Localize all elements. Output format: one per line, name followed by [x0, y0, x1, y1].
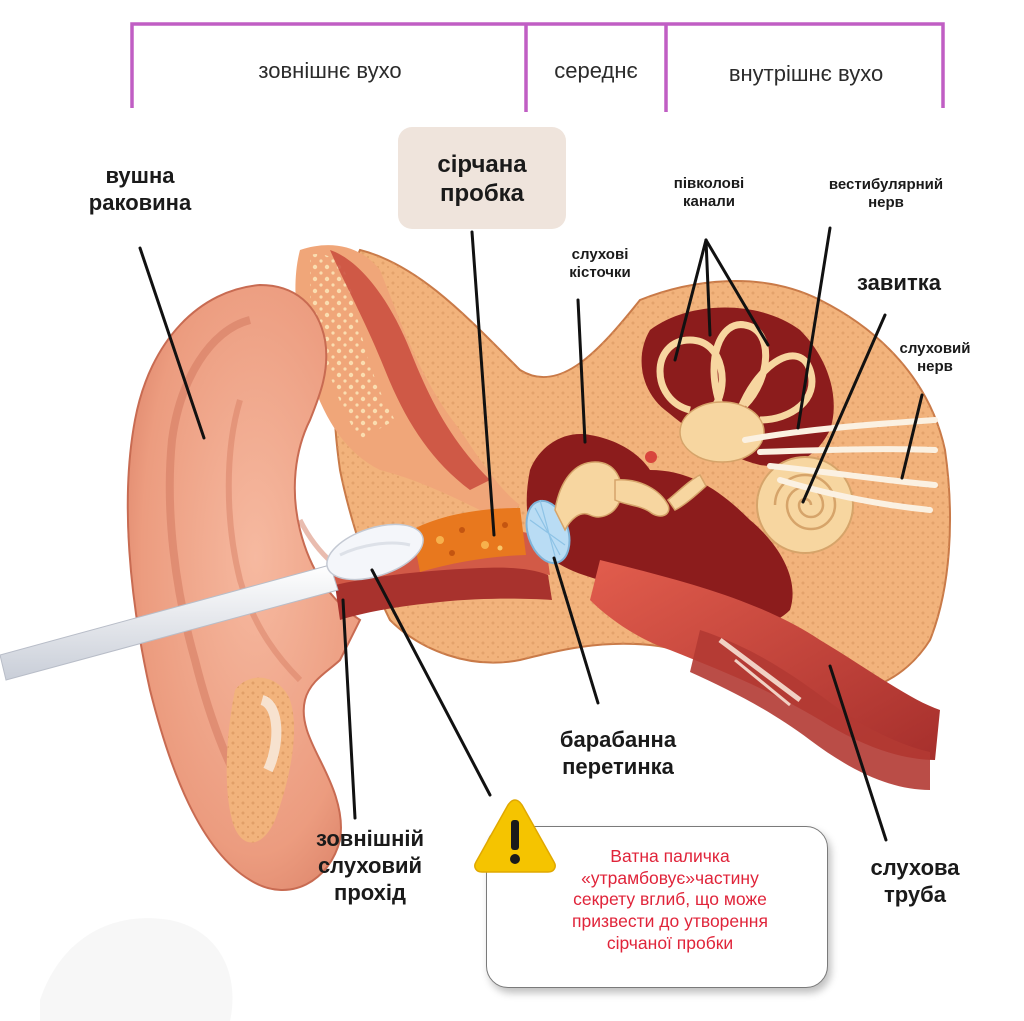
- pointer-eustachian-tube: [828, 664, 888, 842]
- pointer-cochlea: [801, 313, 887, 504]
- label-ossicles: слухові кісточки: [569, 246, 631, 282]
- ossicles: [554, 461, 707, 532]
- pointer-eardrum: [552, 556, 600, 705]
- pointer-ossicles: [576, 298, 587, 444]
- pointer-earwax: [470, 230, 496, 537]
- earwax-plug-label-box: [398, 127, 566, 229]
- section-outer-ear: зовнішнє вухо: [258, 58, 402, 83]
- cotton-swab: [0, 523, 424, 681]
- warning-triangle-icon: [474, 799, 556, 873]
- round-window: [645, 451, 657, 463]
- pointer-swab: [370, 568, 492, 797]
- pointer-lines: [138, 226, 924, 842]
- label-eustachian-tube: слухова труба: [870, 855, 960, 907]
- section-middle-ear: середнє: [554, 58, 638, 83]
- label-semicircular-canals: півколові канали: [673, 175, 745, 211]
- label-eardrum: барабанна перетинка: [559, 727, 677, 779]
- nerves: [742, 417, 938, 513]
- pointer-canal-2: [704, 238, 712, 337]
- label-ear-canal: зовнішній слуховий прохід: [315, 826, 424, 905]
- label-earwax-plug: сірчана пробка: [437, 151, 527, 208]
- auricle: [126, 283, 381, 891]
- pointer-auricle: [138, 246, 206, 440]
- eustachian-tube: [590, 560, 940, 790]
- warning-text: Ватна паличка «утрамбовує»частину секрет…: [572, 846, 768, 953]
- label-auditory-nerve: слуховий нерв: [899, 340, 971, 376]
- pointer-canal-3: [704, 238, 770, 347]
- bracket-outline: [130, 22, 945, 108]
- label-auricle: вушна раковина: [88, 163, 192, 215]
- earwax-plug: [412, 508, 526, 572]
- upper-tissue: [295, 245, 520, 521]
- section-inner-ear: внутрішнє вухо: [728, 61, 884, 86]
- pointer-ear-canal: [341, 598, 357, 820]
- pointer-canal-1: [673, 238, 708, 362]
- pointer-auditory-nerve: [900, 393, 924, 480]
- label-cochlea: завитка: [857, 270, 941, 295]
- pointer-vestibular-nerve: [796, 226, 832, 430]
- section-brackets: [130, 22, 945, 112]
- vestibule: [679, 401, 765, 463]
- label-vestibular-nerve: вестибулярний нерв: [828, 176, 944, 212]
- corner-smudge: [40, 918, 233, 1021]
- semicircular-canals: [656, 321, 816, 424]
